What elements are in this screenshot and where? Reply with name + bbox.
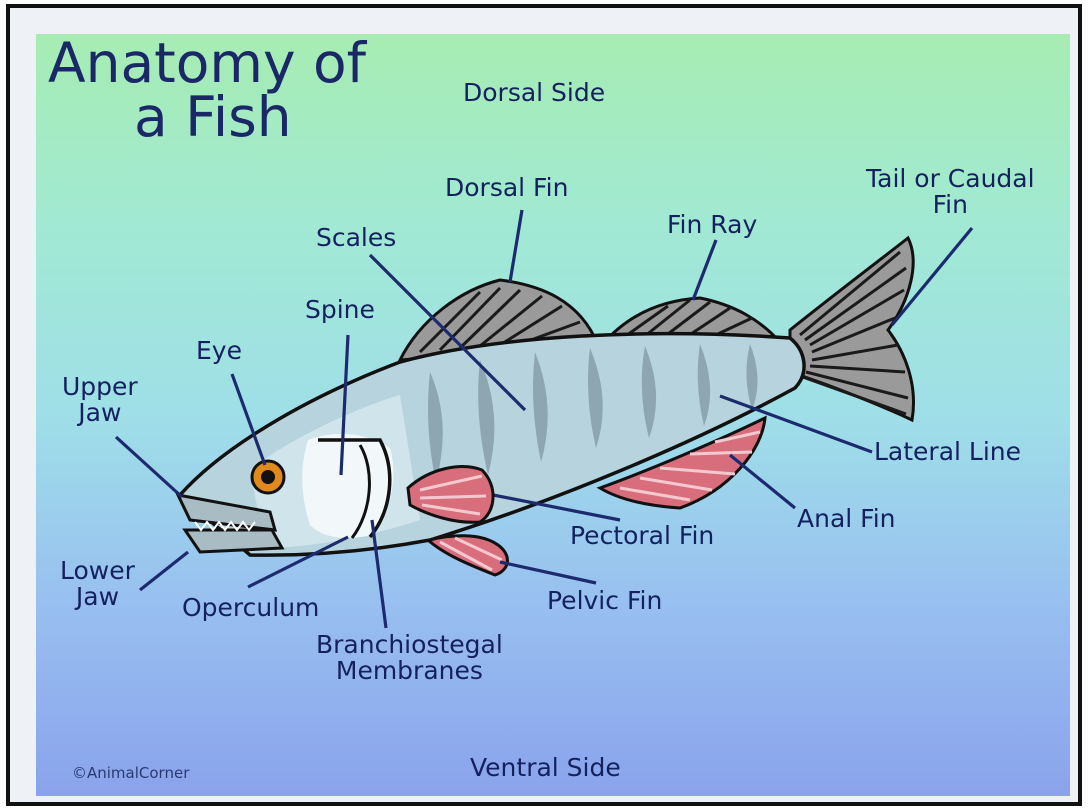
label-pelvic-fin: Pelvic Fin xyxy=(547,588,662,614)
label-eye: Eye xyxy=(196,338,242,364)
label-branchiostegal: Branchiostegal Membranes xyxy=(316,632,503,684)
label-lower-jaw: Lower Jaw xyxy=(60,558,135,610)
label-upper-jaw: Upper Jaw xyxy=(62,374,138,426)
label-pectoral-fin: Pectoral Fin xyxy=(570,523,714,549)
label-anal-fin: Anal Fin xyxy=(797,506,896,532)
leader-upper-jaw xyxy=(116,437,182,497)
caudal-fin xyxy=(790,238,913,420)
label-tail-line-1: Tail or Caudal xyxy=(866,166,1035,192)
dorsal-side-label: Dorsal Side xyxy=(463,80,605,106)
label-lateral-line: Lateral Line xyxy=(874,439,1021,465)
leader-dorsal-fin xyxy=(510,210,522,282)
copyright-credit: ©AnimalCorner xyxy=(72,764,189,782)
label-spine: Spine xyxy=(305,297,375,323)
label-dorsal-fin: Dorsal Fin xyxy=(445,175,568,201)
title-line-2: a Fish xyxy=(48,90,366,144)
label-operculum: Operculum xyxy=(182,595,319,621)
label-fin-ray: Fin Ray xyxy=(667,212,757,238)
leader-lower-jaw xyxy=(140,552,188,590)
leader-fin-ray xyxy=(693,240,716,300)
label-branchiostegal-line-2: Membranes xyxy=(316,658,503,684)
title-line-1: Anatomy of xyxy=(48,36,366,90)
label-lower-jaw-line-1: Lower xyxy=(60,558,135,584)
pelvic-fin-shape xyxy=(428,536,507,575)
page-title: Anatomy of a Fish xyxy=(48,36,366,144)
label-tail-line-2: Fin xyxy=(866,192,1035,218)
label-tail: Tail or Caudal Fin xyxy=(866,166,1035,218)
leader-pelvic-fin xyxy=(500,562,596,583)
label-upper-jaw-line-2: Jaw xyxy=(62,400,138,426)
label-branchiostegal-line-1: Branchiostegal xyxy=(316,632,503,658)
label-upper-jaw-line-1: Upper xyxy=(62,374,138,400)
ventral-side-label: Ventral Side xyxy=(470,755,621,781)
label-scales: Scales xyxy=(316,225,396,251)
label-lower-jaw-line-2: Jaw xyxy=(60,584,135,610)
fish-eye xyxy=(252,461,284,493)
leader-anal-fin xyxy=(730,455,795,508)
